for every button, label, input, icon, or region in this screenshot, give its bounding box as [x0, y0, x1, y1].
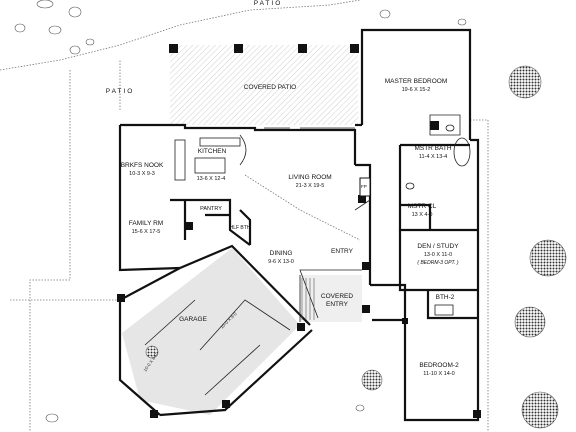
columns: [117, 44, 481, 418]
interior-lines: [144, 114, 471, 396]
label-garage: GARAGE: [179, 316, 207, 323]
label-pantry: PANTRY: [200, 206, 222, 212]
fireplace: [359, 177, 371, 197]
label-kitchen: KITCHEN: [197, 148, 227, 155]
walls: [118, 28, 480, 422]
label-entry: ENTRY: [331, 248, 353, 255]
label-patio-top: PATIO: [253, 0, 283, 7]
label-covered-entry: COVERED ENTRY: [320, 293, 354, 308]
label-hlf-bth: HLF BTH: [229, 225, 251, 231]
label-patio-left: PATIO: [105, 88, 135, 95]
landscaping: [14, 0, 567, 429]
shrub-icon: [145, 65, 567, 429]
label-bth2: BTH-2: [435, 294, 455, 301]
garage-slab: [122, 248, 300, 415]
covered-patio-slab: [170, 45, 358, 125]
label-kitchen-dim: 13-6 X 12-4: [196, 176, 226, 182]
label-fireplace: FP: [361, 184, 367, 189]
entry-steps: [301, 278, 315, 320]
label-covered-patio: COVERED PATIO: [243, 84, 297, 91]
boulder-icon: [14, 0, 467, 423]
patio-slabs: [122, 45, 362, 415]
